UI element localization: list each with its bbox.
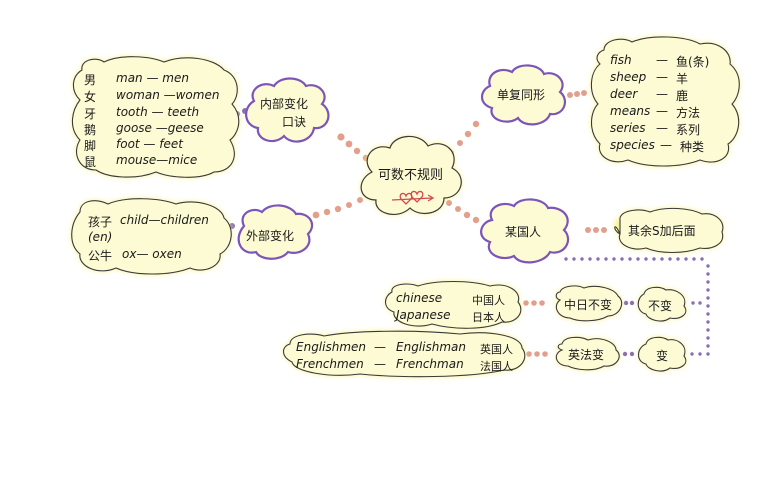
word-dash: — <box>656 121 668 135</box>
word-cn: 孩子 <box>88 215 113 229</box>
cloud-nationality-same <box>384 281 522 329</box>
word-cn: 公牛 <box>88 249 113 263</box>
word-cn: 种类 <box>680 140 705 154</box>
word-pair: woman —women <box>116 88 220 102</box>
word-pair: goose —geese <box>116 121 204 135</box>
node-internal-change <box>245 77 330 143</box>
word-pair: foot — feet <box>116 137 183 151</box>
nationality-dash: — <box>374 340 386 354</box>
word-pair: ox— oxen <box>122 247 182 261</box>
nationality-cn: 法国人 <box>480 360 513 373</box>
rule-same-label: 中日不变 <box>564 298 613 312</box>
nationality-en: chinese <box>396 291 443 305</box>
nationality-dash: — <box>374 357 386 371</box>
nationality-cn: 中国人 <box>472 294 505 307</box>
cloud-internal-words <box>71 56 240 178</box>
word-dash: — <box>656 104 668 118</box>
nationality-cn: 英国人 <box>480 343 513 356</box>
word-en: means <box>610 104 651 118</box>
word-pair: (en) <box>88 230 113 244</box>
heart-arrow-icon <box>391 190 435 205</box>
node-nationality-label: 某国人 <box>505 225 542 239</box>
word-dash: — <box>660 138 672 152</box>
word-cn: 脚 <box>84 139 97 153</box>
word-en: fish <box>610 53 632 67</box>
tag-change-label: 变 <box>656 349 669 363</box>
word-en: deer <box>610 87 638 101</box>
word-en: sheep <box>610 70 647 84</box>
cloud-same-form-words <box>590 36 740 167</box>
nationality-en: Japanese <box>396 308 451 322</box>
word-cn: 鱼(条) <box>676 55 710 69</box>
tag-same-label: 不变 <box>648 299 673 313</box>
word-dash: — <box>656 70 668 84</box>
word-pair: mouse—mice <box>116 153 198 167</box>
node-nationality <box>480 198 570 264</box>
word-pair: man — men <box>116 71 189 85</box>
word-cn: 牙 <box>84 107 97 121</box>
word-en: series <box>610 121 646 135</box>
center-label: 可数不规则 <box>378 168 444 183</box>
cloud-rule-change <box>555 336 620 371</box>
node-external-label: 外部变化 <box>246 229 295 243</box>
word-cn: 系列 <box>676 123 701 137</box>
cloud-rule-same <box>555 285 623 322</box>
rule-add-s-label: 其余S加后面 <box>628 224 696 238</box>
word-en: species <box>610 138 655 152</box>
nationality-singular: Englishman <box>396 340 466 354</box>
word-dash: — <box>656 87 668 101</box>
word-pair: child—children <box>120 213 209 227</box>
word-pair: tooth — teeth <box>116 105 200 119</box>
word-dash: — <box>656 53 668 67</box>
cloud-add-s <box>614 207 724 254</box>
nationality-cn: 日本人 <box>472 311 505 324</box>
word-cn: 女 <box>84 90 97 104</box>
cloud-tag-same <box>637 286 687 322</box>
nationality-singular: Frenchman <box>396 357 464 371</box>
node-external-change <box>237 204 314 260</box>
node-internal-label-2: 口诀 <box>282 115 307 129</box>
word-cn: 男 <box>84 73 97 87</box>
word-cn: 鼠 <box>84 155 97 169</box>
word-cn: 方法 <box>676 106 701 120</box>
node-same-form <box>480 64 567 126</box>
node-internal-label-1: 内部变化 <box>260 97 309 111</box>
cloud-nationality-change <box>282 330 526 378</box>
center-cloud <box>360 135 462 216</box>
word-cn: 羊 <box>676 72 689 86</box>
nationality-plural: Frenchmen <box>296 357 364 371</box>
word-cn: 鹅 <box>84 123 97 137</box>
word-cn: 鹿 <box>676 89 689 103</box>
nationality-plural: Englishmen <box>296 340 367 354</box>
cloud-tag-change <box>637 336 687 372</box>
cloud-external-words <box>71 198 232 275</box>
node-same-form-label: 单复同形 <box>497 88 546 102</box>
rule-change-label: 英法变 <box>568 348 605 362</box>
